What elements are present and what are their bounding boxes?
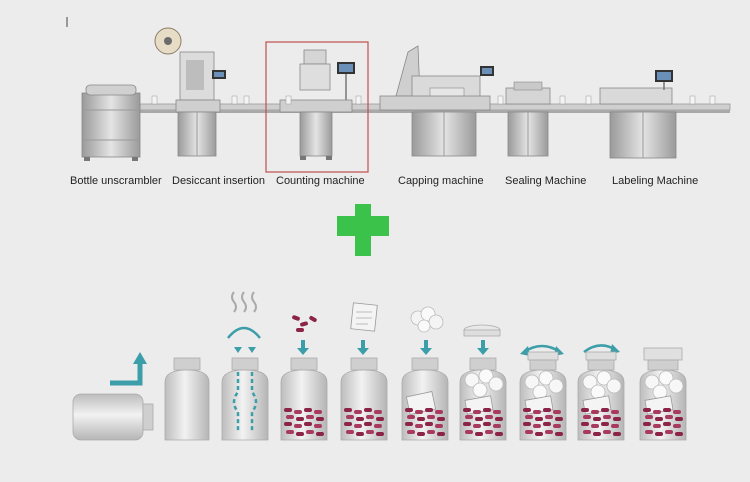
step-cap-tighten <box>577 344 625 441</box>
step-cap-drop <box>459 324 507 441</box>
production-line <box>81 27 731 173</box>
step-empty-bottle <box>164 357 210 441</box>
step-sealed-bottle <box>639 347 687 441</box>
label-capping-machine: Capping machine <box>398 175 484 187</box>
conveyor-bottles <box>151 95 716 105</box>
label-bottle-unscrambler: Bottle unscrambler <box>70 175 162 187</box>
corner-mark <box>66 17 68 27</box>
step-cotton <box>401 306 449 441</box>
sealing-machine <box>505 81 551 157</box>
capping-machine <box>379 45 494 157</box>
desiccant-insertion-machine <box>154 27 226 157</box>
label-labeling-machine: Labeling Machine <box>612 175 699 187</box>
counting-machine <box>279 49 355 160</box>
label-sealing-machine: Sealing Machine <box>505 175 587 187</box>
step-capsules <box>280 315 328 441</box>
step-cap-rotate <box>519 344 567 441</box>
plus-icon <box>337 204 389 256</box>
label-counting-machine: Counting machine <box>276 175 365 187</box>
counting-machine-highlight-box <box>265 41 369 173</box>
label-desiccant-insertion: Desiccant insertion <box>172 175 265 187</box>
step-desiccant <box>340 302 388 441</box>
step-air-blow <box>221 291 269 441</box>
step-bottle-on-side <box>72 352 154 441</box>
bottle-unscrambler-machine <box>81 84 141 161</box>
labeling-machine <box>599 70 677 159</box>
